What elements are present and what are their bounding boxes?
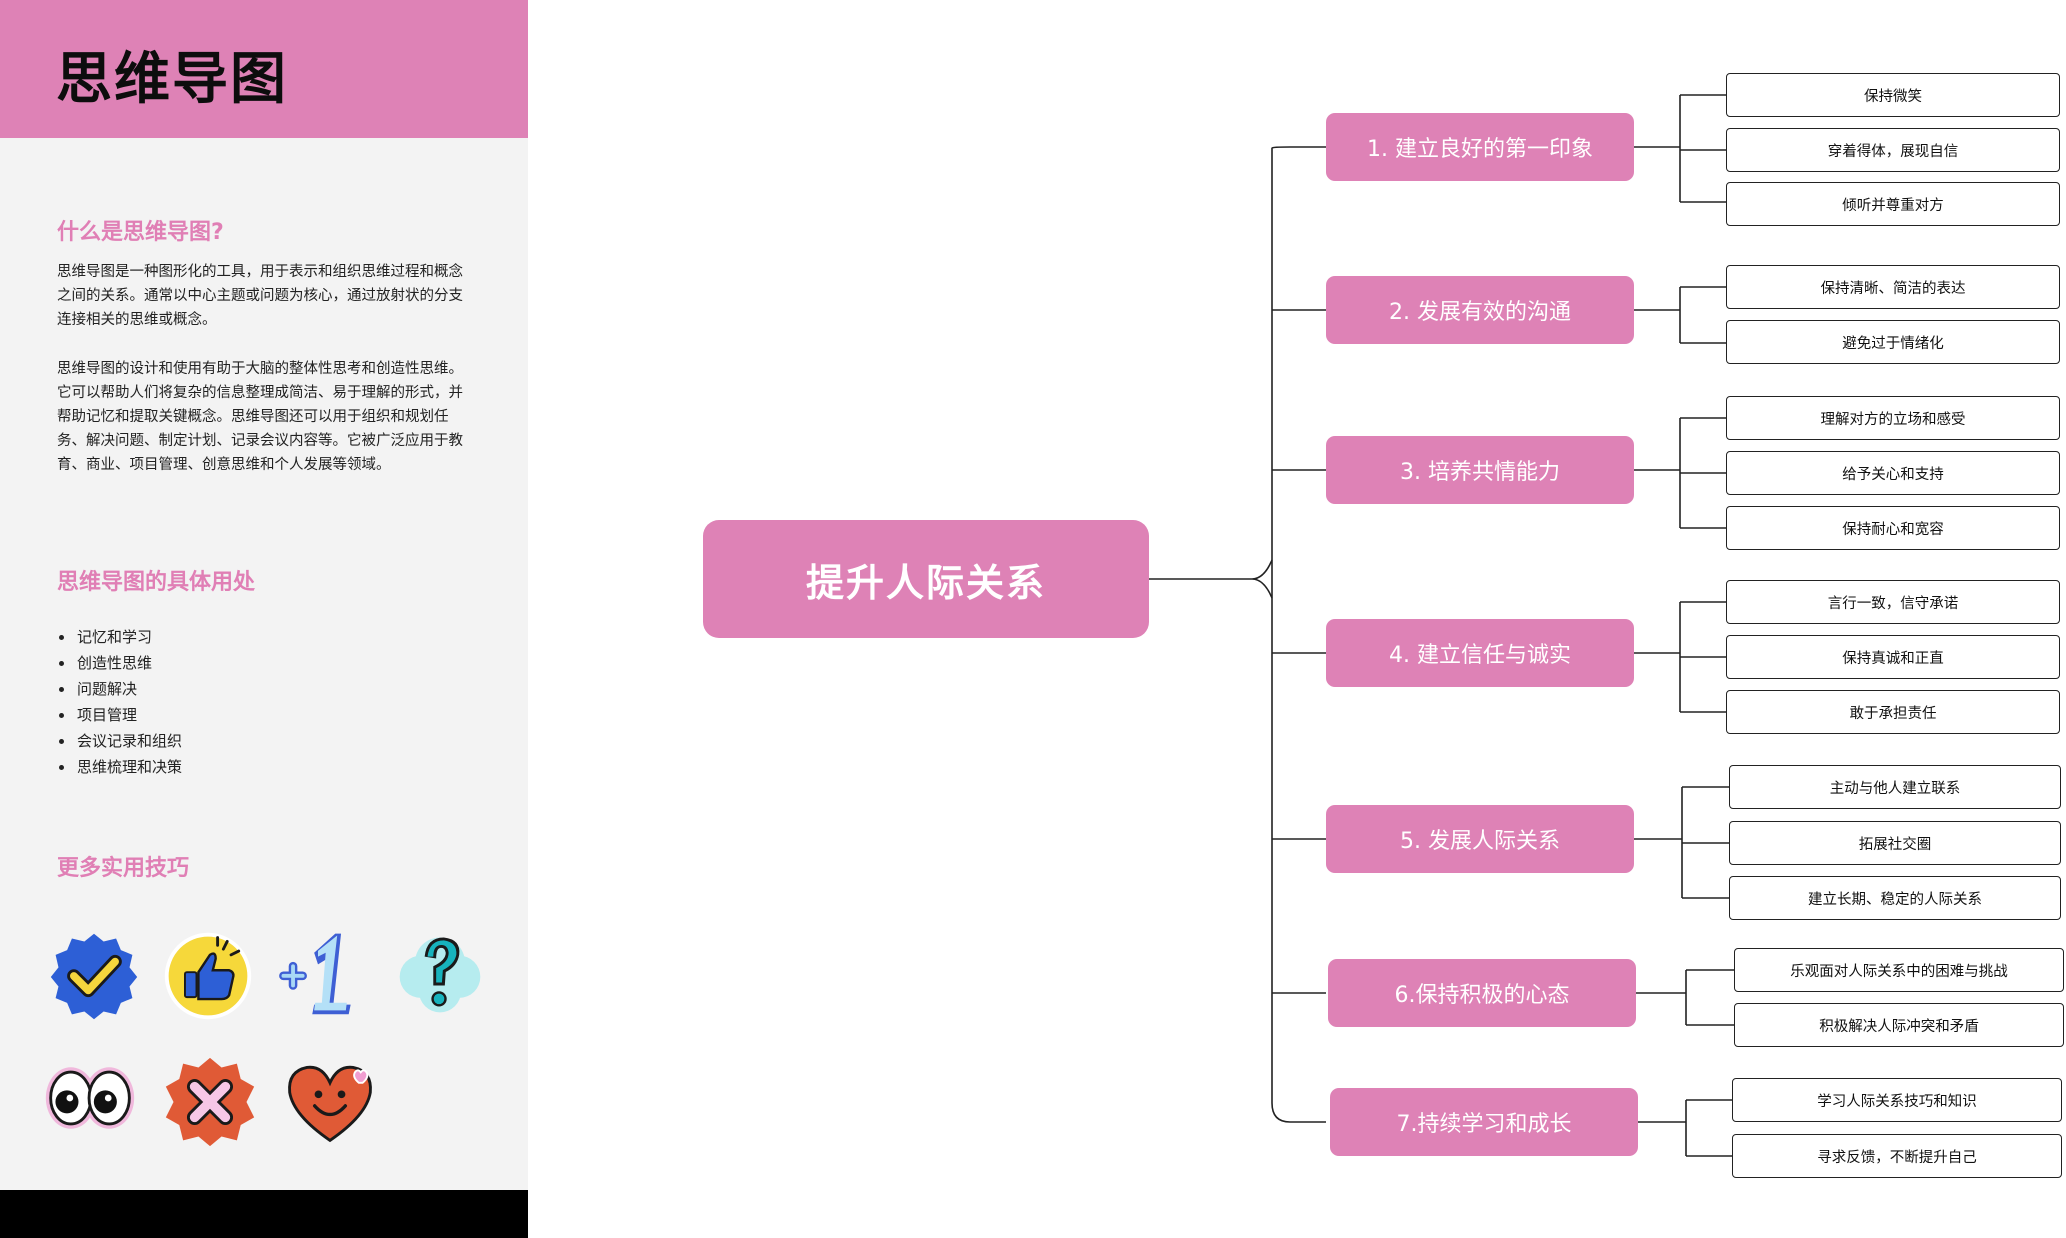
leaf-node: 拓展社交圈 [1729,821,2061,865]
leaf-node: 保持微笑 [1726,73,2060,117]
leaf-node: 倾听并尊重对方 [1726,182,2060,226]
eyes-icon [45,1067,135,1129]
leaf-node: 理解对方的立场和感受 [1726,396,2060,440]
branch-node-3: 3. 培养共情能力 [1326,436,1634,504]
branch-node-1: 1. 建立良好的第一印象 [1326,113,1634,181]
list-item: 问题解决 [75,676,182,702]
list-item: 会议记录和组织 [75,728,182,754]
title-banner: 思维导图 [0,0,528,138]
leaf-node: 建立长期、稳定的人际关系 [1729,876,2061,920]
thumbs-up-icon [164,932,252,1020]
uses-list: 记忆和学习 创造性思维 问题解决 项目管理 会议记录和组织 思维梳理和决策 [57,624,182,780]
leaf-node: 保持耐心和宽容 [1726,506,2060,550]
list-item: 项目管理 [75,702,182,728]
page-title: 思维导图 [56,47,288,112]
center-topic: 提升人际关系 [703,520,1149,638]
what-heading: 什么是思维导图? [57,220,224,245]
what-paragraph-2: 思维导图的设计和使用有助于大脑的整体性思考和创造性思维。它可以帮助人们将复杂的信… [57,361,463,473]
leaf-node: 保持真诚和正直 [1726,635,2060,679]
what-paragraph-1: 思维导图是一种图形化的工具，用于表示和组织思维过程和概念之间的关系。通常以中心主… [57,264,463,328]
list-item: 思维梳理和决策 [75,754,182,780]
list-item: 记忆和学习 [75,624,182,650]
uses-heading: 思维导图的具体用处 [57,570,256,595]
leaf-node: 穿着得体，展现自信 [1726,128,2060,172]
leaf-node: 给予关心和支持 [1726,451,2060,495]
tips-heading: 更多实用技巧 [57,856,190,881]
branch-node-2: 2. 发展有效的沟通 [1326,276,1634,344]
smiling-heart-icon [288,1065,372,1143]
leaf-node: 保持清晰、简洁的表达 [1726,265,2060,309]
branch-node-5: 5. 发展人际关系 [1326,805,1634,873]
check-badge-icon [50,933,138,1020]
branch-node-7: 7.持续学习和成长 [1330,1088,1638,1156]
list-item: 创造性思维 [75,650,182,676]
leaf-node: 乐观面对人际关系中的困难与挑战 [1734,948,2064,992]
footer-bar [0,1190,528,1238]
leaf-node: 主动与他人建立联系 [1729,765,2061,809]
leaf-node: 敢于承担责任 [1726,690,2060,734]
branch-node-4: 4. 建立信任与诚实 [1326,619,1634,687]
leaf-node: 学习人际关系技巧和知识 [1732,1078,2062,1122]
sidebar: 思维导图 什么是思维导图? 思维导图是一种图形化的工具，用于表示和组织思维过程和… [0,0,528,1238]
x-badge-icon [165,1057,255,1147]
leaf-node: 寻求反馈，不断提升自己 [1732,1134,2062,1178]
leaf-node: 言行一致，信守承诺 [1726,580,2060,624]
question-mark-icon [399,937,481,1013]
leaf-node: 积极解决人际冲突和矛盾 [1734,1003,2064,1047]
branch-node-6: 6.保持积极的心态 [1328,959,1636,1027]
leaf-node: 避免过于情绪化 [1726,320,2060,364]
plus-one-icon [279,933,351,1015]
